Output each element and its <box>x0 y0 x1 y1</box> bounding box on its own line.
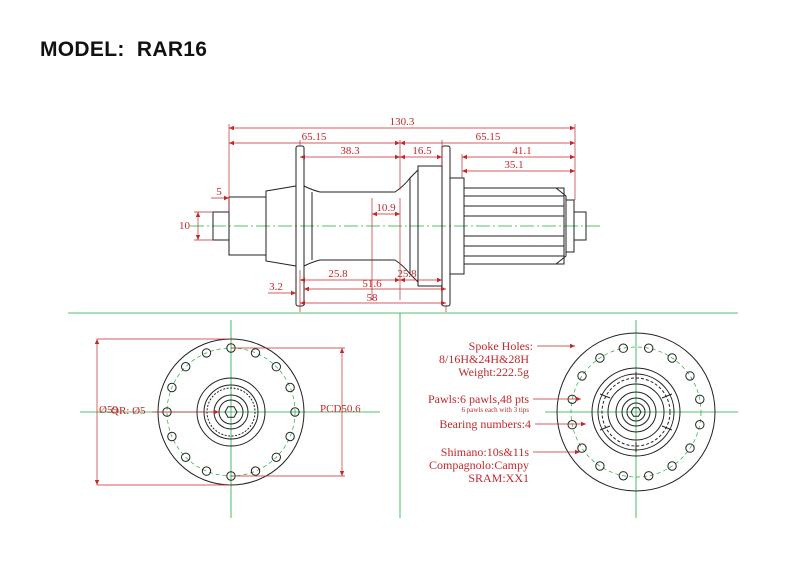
side-view-dimension-labels: 130.3 65.15 65.15 38.3 16.5 41.1 35.1 5 … <box>179 116 532 304</box>
left-spoke-hole <box>181 362 191 372</box>
pawls-note: 6 pawls each with 3 tips <box>462 406 530 414</box>
right-spoke-hole <box>644 343 654 353</box>
side-view-dimensions <box>194 124 576 312</box>
qr-label: QR: Ø5 <box>111 405 146 417</box>
dim-left-offset: 25.8 <box>328 268 348 280</box>
bearings-label: Bearing numbers:4 <box>439 417 531 431</box>
right-pcd-circle <box>570 346 702 478</box>
right-spoke-hole <box>667 353 677 363</box>
right-spoke-hole <box>644 471 654 481</box>
sram-label: SRAM:XX1 <box>468 471 529 485</box>
left-spoke-hole <box>250 466 261 476</box>
dim-right-half: 65.15 <box>476 131 501 143</box>
dim-freehub-length: 35.1 <box>504 159 523 171</box>
right-axle-hex <box>630 407 642 417</box>
freehub-body <box>463 187 565 265</box>
right-spoke-hole <box>618 343 628 353</box>
right-spoke-hole <box>667 461 677 471</box>
spoke-holes-label: Spoke Holes: <box>469 339 533 353</box>
left-spoke-hole <box>250 348 261 358</box>
weight-label: Weight:222.5g <box>458 365 529 379</box>
pawl-markers <box>599 372 673 452</box>
right-spoke-hole <box>595 353 605 363</box>
left-spoke-hole <box>201 348 212 358</box>
left-spoke-hole <box>201 466 212 476</box>
left-diameter-label: Ø59 <box>99 404 118 416</box>
dim-overall-width: 130.3 <box>390 116 415 128</box>
left-spoke-hole <box>167 431 177 442</box>
freehub-outer-ring <box>591 367 681 457</box>
model-title: MODEL: RAR16 <box>40 38 208 61</box>
right-axle-end <box>573 211 587 241</box>
ratchet-teeth-ring <box>601 377 671 447</box>
left-spoke-hole <box>290 407 300 417</box>
dim-total-spacing: 58 <box>367 292 379 304</box>
right-spoke-hole <box>577 443 587 453</box>
dim-left-half: 65.15 <box>302 131 327 143</box>
right-end-view <box>556 332 716 492</box>
right-spoke-hole <box>695 394 705 404</box>
left-spoke-hole <box>181 452 191 462</box>
left-spoke-hole <box>167 382 177 393</box>
right-view-labels: Spoke Holes: 8/16H&24H&28H Weight:222.5g… <box>428 339 533 485</box>
dim-right-offset: 25.8 <box>397 268 417 280</box>
right-spoke-hole <box>618 471 628 481</box>
right-spoke-hole <box>695 420 705 430</box>
dim-center-to-drive: 16.5 <box>412 145 432 157</box>
dim-shell-dia: 10.9 <box>376 202 396 214</box>
left-view-dimensions <box>94 338 345 486</box>
right-view-leaders <box>533 343 586 455</box>
left-spoke-hole <box>271 362 281 372</box>
pcd-label: PCD50.6 <box>320 403 361 415</box>
hub-side-view <box>212 145 587 307</box>
dim-flange-spacing: 51.6 <box>362 278 382 290</box>
campagnolo-label: Compagnolo:Campy <box>429 458 529 472</box>
left-spoke-hole <box>285 382 295 393</box>
left-spoke-hole <box>285 431 295 442</box>
right-spoke-hole <box>577 371 587 381</box>
right-spoke-hole <box>567 420 577 430</box>
right-spoke-hole <box>595 461 605 471</box>
spoke-holes-value: 8/16H&24H&28H <box>439 352 529 366</box>
dim-flange-thickness: 3.2 <box>269 281 283 293</box>
dim-flange-to-center: 38.3 <box>340 145 360 157</box>
shimano-label: Shimano:10s&11s <box>441 445 530 459</box>
left-spoke-hole <box>271 452 281 462</box>
pawls-label: Pawls:6 pawls,48 pts <box>428 392 529 406</box>
right-flange-outline <box>556 332 716 492</box>
dim-drive-to-end: 41.1 <box>512 145 531 157</box>
left-view-labels: Ø59 QR: Ø5 PCD50.6 <box>99 403 361 417</box>
right-spoke-hole <box>685 443 695 453</box>
right-spoke-hole <box>685 371 695 381</box>
left-axle-hex <box>224 406 238 418</box>
dim-axle-dia: 10 <box>179 220 191 232</box>
dim-endcap-width: 5 <box>216 186 222 198</box>
